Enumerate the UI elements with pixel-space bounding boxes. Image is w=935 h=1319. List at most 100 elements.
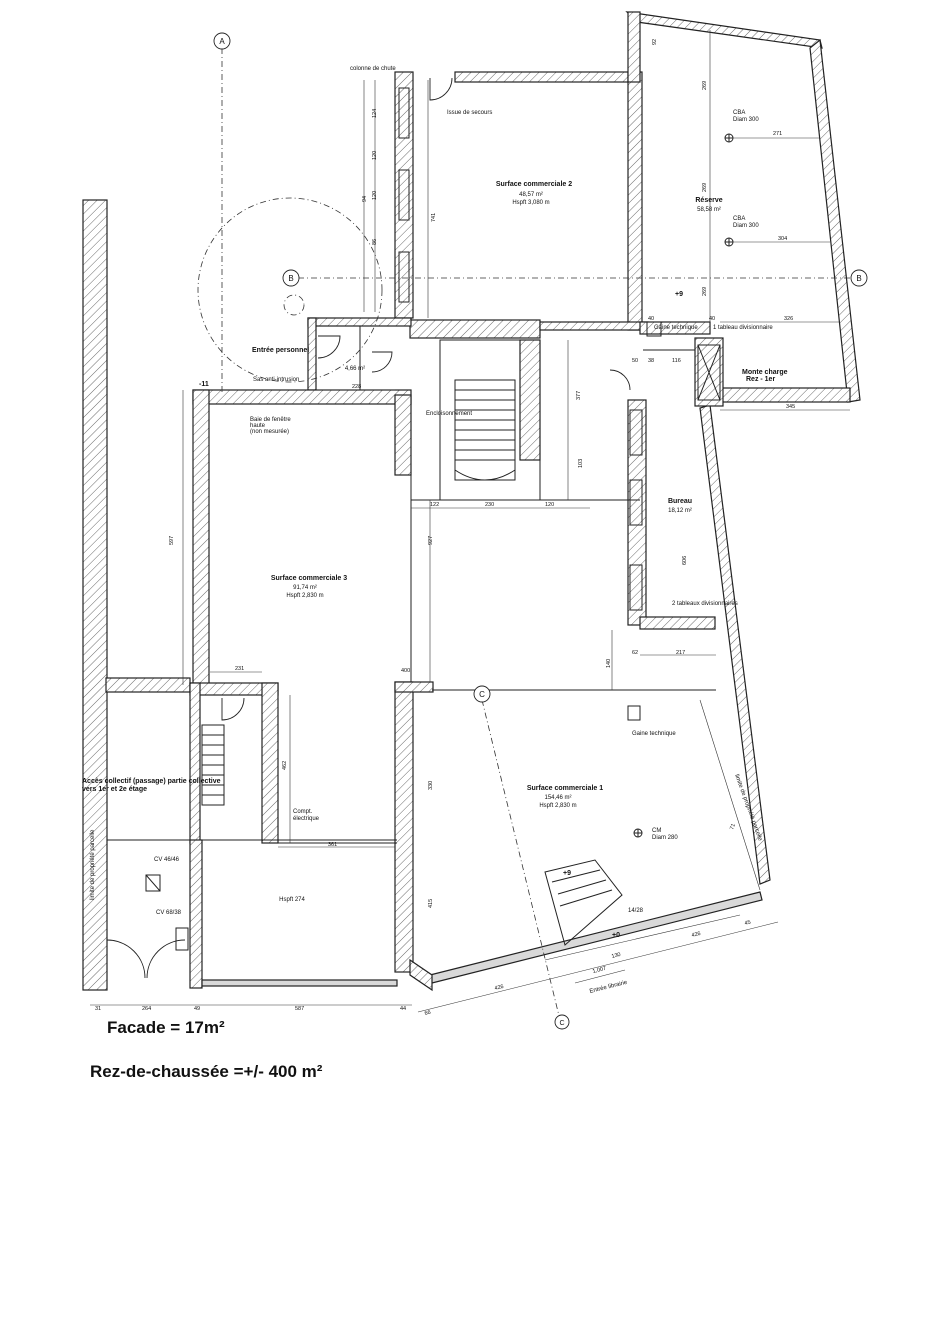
svg-text:264: 264 xyxy=(142,1006,151,1012)
svg-text:228: 228 xyxy=(352,384,361,390)
room-sc1-name: Surface commerciale 1 xyxy=(527,785,603,792)
window-sc2-2 xyxy=(398,169,410,221)
window-sc2-3 xyxy=(398,251,410,303)
wall-sc1-corner xyxy=(409,958,433,992)
room-sc1: Surface commerciale 1 154,46 m² Hspft 2,… xyxy=(527,785,603,809)
wall-stair-tower-west xyxy=(189,682,201,844)
level-0: +0 xyxy=(612,932,620,939)
label-gaine-top: Gaine technique xyxy=(654,325,698,331)
room-bureau-name: Bureau xyxy=(668,498,692,505)
svg-text:269: 269 xyxy=(702,287,708,296)
room-sc3-name: Surface commerciale 3 xyxy=(271,575,347,582)
svg-text:31: 31 xyxy=(95,1006,101,1012)
cv-box-1 xyxy=(145,874,161,892)
svg-text:377: 377 xyxy=(576,391,582,400)
svg-text:50: 50 xyxy=(632,358,638,364)
overlay-left2: vers 1er et 2e étage xyxy=(82,786,147,793)
svg-text:116: 116 xyxy=(672,358,681,364)
label-14-28: 14/28 xyxy=(628,908,644,914)
svg-text:326: 326 xyxy=(784,316,793,322)
wall-reserve-south-2 xyxy=(719,387,851,403)
wall-reserve-south xyxy=(639,321,711,335)
svg-text:38: 38 xyxy=(648,358,654,364)
svg-text:130: 130 xyxy=(611,952,621,960)
stair-flight-top xyxy=(454,379,516,481)
svg-text:103: 103 xyxy=(578,459,584,468)
svg-text:597: 597 xyxy=(169,536,175,545)
room-hall-label: Hspft 274 xyxy=(279,897,305,903)
svg-text:269: 269 xyxy=(702,81,708,90)
room-sc3-height: Hspft 2,830 m xyxy=(286,593,323,599)
label-issue: Issue de secours xyxy=(447,110,492,116)
svg-text:269: 269 xyxy=(702,183,708,192)
label-cmd: Diam 280 xyxy=(652,835,678,841)
axis-c-top: C xyxy=(473,685,491,703)
room-sc2-height: Hspft 3,080 m xyxy=(512,200,549,206)
room-small-area: 4,66 m² xyxy=(345,366,365,372)
gaine-box xyxy=(627,705,641,721)
axis-b-label: B xyxy=(288,274,293,283)
svg-text:426: 426 xyxy=(691,931,701,939)
wall-reserve-north xyxy=(627,11,641,83)
room-sc1-area: 154,46 m² xyxy=(544,795,571,801)
wall-sc2-south xyxy=(409,319,541,339)
svg-text:49: 49 xyxy=(194,1006,200,1012)
svg-text:71: 71 xyxy=(729,823,737,831)
axis-c2-label: C xyxy=(559,1020,564,1027)
window-bureau-3 xyxy=(629,564,643,611)
annotations: colonne de chute Issue de secours Entrée… xyxy=(82,66,788,995)
svg-text:66: 66 xyxy=(424,1010,431,1017)
svg-text:415: 415 xyxy=(428,899,434,908)
room-sc3-area: 91,74 m² xyxy=(293,585,317,591)
svg-text:40: 40 xyxy=(709,316,715,322)
svg-text:122: 122 xyxy=(430,502,439,508)
label-entree: Entrée librairie xyxy=(589,980,629,995)
axis-b2-label: B xyxy=(856,274,861,283)
facade-front-left xyxy=(201,979,398,987)
svg-text:330: 330 xyxy=(428,781,434,790)
label-baie3: (non mesurée) xyxy=(250,429,289,435)
svg-text:462: 462 xyxy=(282,761,288,770)
wall-sc2-north xyxy=(454,71,641,83)
label-cba2: CBA xyxy=(733,216,745,222)
svg-text:271: 271 xyxy=(773,131,782,137)
axis-a: A xyxy=(213,32,231,50)
level-p9-top: +9 xyxy=(675,291,683,298)
room-reserve-area: 58,58 m² xyxy=(697,207,721,213)
window-sc2-1 xyxy=(398,87,410,139)
door-issue-secours xyxy=(429,77,453,101)
svg-text:606: 606 xyxy=(682,556,688,565)
stair-flight-entry xyxy=(544,859,623,946)
level-m11: -11 xyxy=(199,381,209,388)
caption-facade: Facade = 17m² xyxy=(107,1018,225,1037)
svg-text:230: 230 xyxy=(485,502,494,508)
svg-text:120: 120 xyxy=(545,502,554,508)
dimension-lines xyxy=(90,30,850,1013)
label-colonne: colonne de chute xyxy=(350,66,396,72)
label-compt: Compt. xyxy=(293,809,313,815)
label-gaine-bottom: Gaine technique xyxy=(632,731,676,737)
room-reserve-name: Réserve xyxy=(695,197,722,204)
svg-text:86: 86 xyxy=(372,239,378,245)
wall-sc2-reserve xyxy=(627,71,643,331)
wall-sc1-west xyxy=(394,681,414,973)
label-monte-charge2: Rez - 1er xyxy=(746,376,775,383)
room-sc3: Surface commerciale 3 91,74 m² Hspft 2,8… xyxy=(271,575,347,599)
level-p9-bottom: +9 xyxy=(563,870,571,877)
svg-text:345: 345 xyxy=(786,404,795,410)
svg-text:45: 45 xyxy=(744,920,751,927)
label-cm: CM xyxy=(652,828,661,834)
window-bureau-1 xyxy=(629,409,643,456)
wall-sc2-west xyxy=(394,71,414,319)
label-cv2: CV 68/38 xyxy=(156,910,182,916)
door-tower xyxy=(221,697,245,721)
wall-bureau-south xyxy=(639,616,716,630)
svg-text:94: 94 xyxy=(362,196,368,202)
svg-text:927: 927 xyxy=(428,536,434,545)
label-cba1: CBA xyxy=(733,110,745,116)
label-cba1d: Diam 300 xyxy=(733,117,759,123)
room-bureau-area: 18,12 m² xyxy=(668,508,692,514)
room-sc2: Surface commerciale 2 48,57 m² Hspft 3,0… xyxy=(496,181,572,206)
door-bureau xyxy=(609,369,631,391)
window-bureau-2 xyxy=(629,479,643,526)
